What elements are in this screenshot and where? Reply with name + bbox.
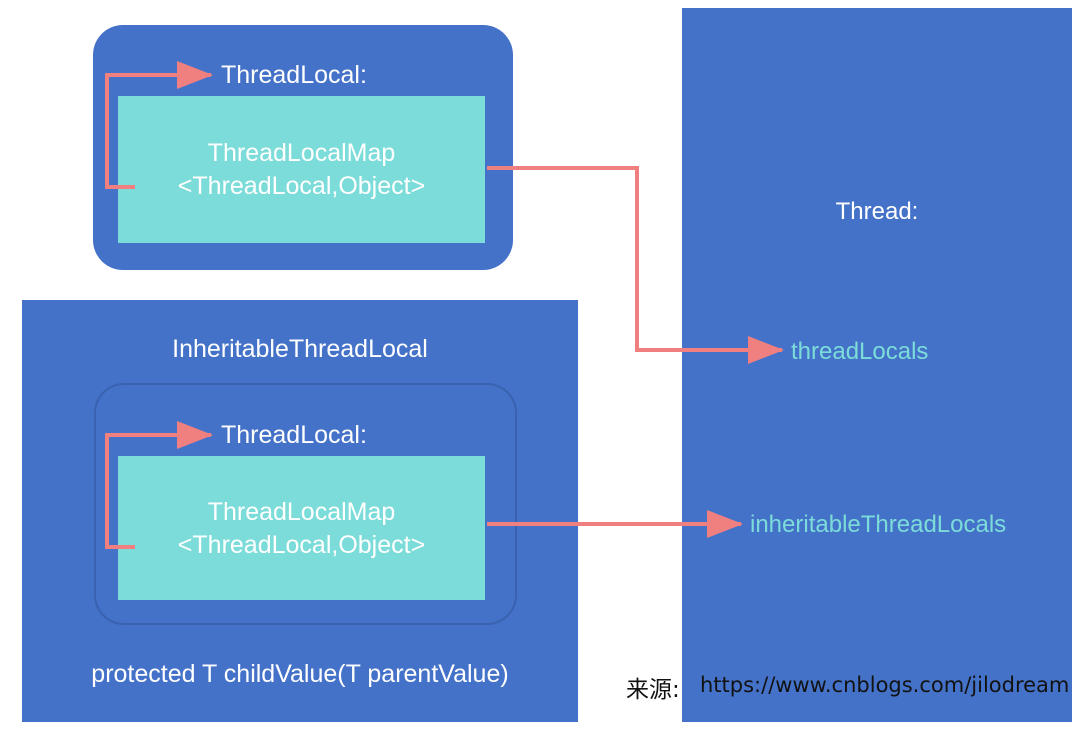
inheritable-map-line2: <ThreadLocal,Object> xyxy=(177,531,426,559)
thread-panel xyxy=(682,8,1072,722)
thread-field-threadlocals: threadLocals xyxy=(791,338,929,365)
source-url-label: https://www.cnblogs.com/jilodream xyxy=(700,673,1070,697)
inheritable-threadlocal-heading: ThreadLocal: xyxy=(221,421,367,449)
threadlocal-map-line2: <ThreadLocal,Object> xyxy=(177,172,426,200)
inheritable-method-signature: protected T childValue(T parentValue) xyxy=(91,660,509,688)
source-prefix-label: 来源: xyxy=(626,677,680,703)
threadlocal-map-line1: ThreadLocalMap xyxy=(207,139,396,167)
inheritable-title: InheritableThreadLocal xyxy=(172,335,428,363)
threadlocal-heading: ThreadLocal: xyxy=(221,61,367,89)
thread-field-inheritablethreadlocals: inheritableThreadLocals xyxy=(750,511,1007,538)
inheritable-inner-outline xyxy=(94,383,517,625)
inheritable-map-line1: ThreadLocalMap xyxy=(207,498,396,526)
thread-panel-title: Thread: xyxy=(835,198,919,225)
